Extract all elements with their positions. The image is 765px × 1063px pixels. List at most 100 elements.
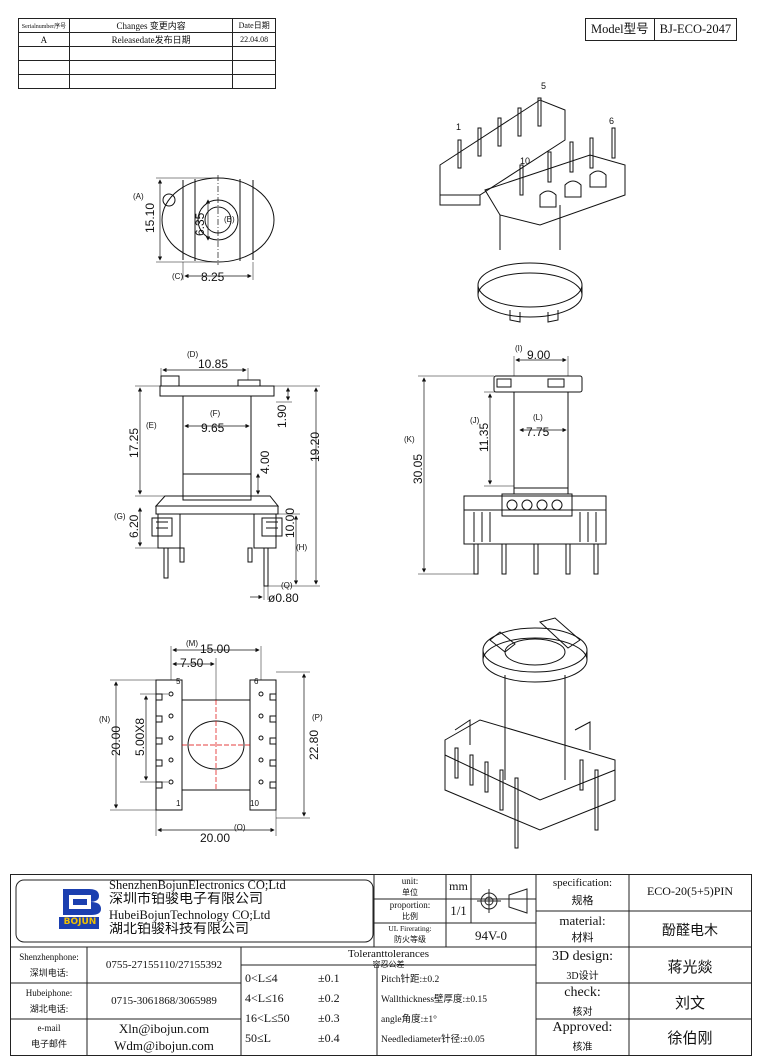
model-value: BJ-ECO-2047 xyxy=(653,19,737,40)
note-needle: Needlediameter针径:±0.05 xyxy=(381,1035,485,1045)
tolerance-range-3: 50≤L xyxy=(245,1031,271,1045)
pin-label-10: 10 xyxy=(250,799,259,808)
material-value: 酚醛电木 xyxy=(662,924,718,939)
approved-label-en: Approved: xyxy=(552,1020,613,1035)
note-wall: Wallthickness壁厚度:±0.15 xyxy=(381,995,488,1005)
dim-Q-label: (Q) xyxy=(281,581,293,590)
dim-19-20: 19.20 xyxy=(308,432,322,462)
bottom-view xyxy=(110,646,310,836)
dim-5-00x8: 5.00X8 xyxy=(133,718,147,756)
iso-pin-label-6: 6 xyxy=(609,116,614,126)
dim-B: 6.35 xyxy=(193,212,207,236)
pin-label-6: 6 xyxy=(254,677,259,686)
tolerance-value-3: ±0.4 xyxy=(318,1031,340,1045)
dim-O-label: (O) xyxy=(234,823,246,832)
design-value: 蒋光燚 xyxy=(667,960,713,976)
email-label-en: e-mail xyxy=(37,1023,61,1033)
bojun-logo-icon xyxy=(59,889,101,929)
dim-P: 22.80 xyxy=(307,730,321,760)
design-label-cn: 3D设计 xyxy=(566,971,599,982)
tolerance-value-1: ±0.2 xyxy=(318,991,340,1005)
change-table: Serialnumber序号 Changes 变更内容 Date日期 A Rel… xyxy=(18,18,276,89)
tolerance-range-1: 4<L≤16 xyxy=(245,991,284,1005)
sz-phone: 0755-27155110/27155392 xyxy=(105,959,223,971)
dim-H-label: (H) xyxy=(296,543,307,552)
ul-label-en: UL Firerating: xyxy=(388,924,432,933)
table-cell xyxy=(232,74,276,89)
spec-label-cn: 规格 xyxy=(571,895,594,907)
dim-L: 7.75 xyxy=(526,425,550,439)
dim-F-label: (F) xyxy=(210,409,221,418)
dim-E: 17.25 xyxy=(127,428,141,458)
check-label-en: check: xyxy=(564,985,601,1000)
dim-M-label: (M) xyxy=(186,639,198,648)
hb-phone-label-cn: 湖北电话: xyxy=(29,1004,69,1014)
note-pitch: Pitch针距:±0.2 xyxy=(381,975,440,985)
hb-phone-label-en: Hubeiphone: xyxy=(25,988,73,998)
material-label-cn: 材料 xyxy=(571,932,594,944)
dim-C-label: (C) xyxy=(172,272,183,281)
check-value: 刘文 xyxy=(674,996,705,1012)
hb-phone: 0715-3061868/3065989 xyxy=(111,995,217,1007)
email-1: Xln@ibojun.com xyxy=(118,1021,210,1036)
tolerance-range-0: 0<L≤4 xyxy=(245,971,278,985)
material-label-en: material: xyxy=(559,913,606,928)
dim-A: 15.10 xyxy=(143,203,157,233)
dim-N-label: (N) xyxy=(99,715,110,724)
dim-Q: ø0.80 xyxy=(268,591,299,605)
approved-value: 徐伯刚 xyxy=(667,1031,713,1047)
dim-L-label: (L) xyxy=(533,413,543,422)
dim-F: 9.65 xyxy=(201,421,225,435)
approved-label-cn: 核准 xyxy=(572,1042,593,1053)
table-cell xyxy=(68,74,234,89)
dim-O: 20.00 xyxy=(200,831,230,845)
tolerance-value-2: ±0.3 xyxy=(318,1011,340,1025)
dim-E-label: (E) xyxy=(146,421,157,430)
ul-label-cn: 防火等级 xyxy=(394,935,426,944)
dim-G-label: (G) xyxy=(114,512,126,521)
dim-J: 11.35 xyxy=(477,423,491,452)
dim-I-label: (I) xyxy=(515,344,523,353)
dim-4-00: 4.00 xyxy=(258,450,272,474)
model-box: Model型号 BJ-ECO-2047 xyxy=(585,18,738,41)
front-view xyxy=(135,367,320,600)
unit-label-en: unit: xyxy=(401,876,419,886)
tolerance-title-cn: 容忍公差 xyxy=(372,960,405,969)
proportion-label-cn: 比例 xyxy=(402,912,418,921)
check-label-cn: 核对 xyxy=(572,1007,593,1018)
unit-value: mm xyxy=(449,879,468,893)
tolerance-title-en: Toleranttolerances xyxy=(347,948,430,960)
logo-text: BOJUN xyxy=(63,917,97,927)
iso-pin-label-5: 5 xyxy=(541,81,546,91)
dim-N: 20.00 xyxy=(109,726,123,756)
pin-label-5: 5 xyxy=(176,677,181,686)
proportion-label-en: proportion: xyxy=(389,900,431,910)
dim-I: 9.00 xyxy=(527,348,551,362)
side-view xyxy=(418,356,607,575)
iso-view-top xyxy=(439,97,626,323)
dim-K-label: (K) xyxy=(404,435,415,444)
iso-pin-label-1: 1 xyxy=(456,122,461,132)
dim-1-90: 1.90 xyxy=(275,404,289,428)
dim-A-label: (A) xyxy=(133,192,144,201)
pin-label-1: 1 xyxy=(176,799,181,808)
drawing-canvas: (A) 15.10 (B) 6.35 (C) 8.25 (D) 10.85 (E… xyxy=(99,81,626,849)
spec-value: ECO-20(5+5)PIN xyxy=(646,884,734,898)
email-2: Wdm@ibojun.com xyxy=(114,1038,214,1053)
model-label: Model型号 xyxy=(591,22,649,36)
dim-C: 8.25 xyxy=(201,270,225,284)
ul-value: 94V-0 xyxy=(474,928,508,943)
company-en-2: HubeiBojunTechnology CO;Ltd xyxy=(109,909,271,922)
company-en-1: ShenzhenBojunElectronics CO;Ltd xyxy=(109,879,286,892)
dim-D: 10.85 xyxy=(198,357,228,371)
email-label-cn: 电子邮件 xyxy=(30,1039,67,1049)
dim-J-label: (J) xyxy=(470,416,480,425)
tolerance-value-0: ±0.1 xyxy=(318,971,340,985)
dim-7-50: 7.50 xyxy=(180,656,204,670)
title-block: BOJUN ShenzhenBojunElectronics CO;Ltd 深圳… xyxy=(10,874,752,1056)
dim-D-label: (D) xyxy=(187,350,198,359)
iso-view-bottom xyxy=(444,617,616,849)
company-cn-2: 湖北铂骏科技有限公司 xyxy=(109,922,249,937)
dim-10-00: 10.00 xyxy=(283,508,297,538)
iso-pin-label-10: 10 xyxy=(520,156,530,166)
